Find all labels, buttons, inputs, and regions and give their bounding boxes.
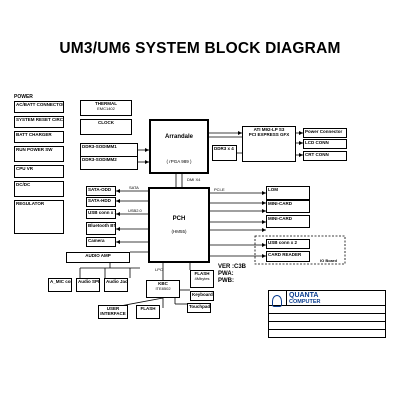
batt-charger-block: BATT CHARGER bbox=[14, 131, 64, 143]
audio-spk-conn-block: Audio SPK conn bbox=[76, 278, 100, 292]
ddr3-sodimm2-block: DDR3-SODIMM2 bbox=[80, 156, 138, 170]
usb-conn-1-block: USB conn x 1 bbox=[86, 209, 116, 219]
ddr3-sodimm1-block: DDR3-SODIMM1 bbox=[80, 143, 138, 157]
cpu-vr-block: CPU VR bbox=[14, 165, 64, 178]
keyboard-block: Keyboard bbox=[190, 291, 214, 301]
sata-bus-label: SATA bbox=[129, 185, 139, 190]
sata-odd-block: SATA-ODD bbox=[86, 186, 116, 196]
audio-amp-block: AUDIO AMP bbox=[66, 252, 130, 263]
power-connector-block: Power Connector bbox=[303, 128, 347, 138]
cpu-package: ( rPGA 989 ) bbox=[166, 159, 192, 164]
quanta-logo bbox=[269, 291, 287, 307]
system-reset-block: SYSTEM RESET CIRCUIT bbox=[14, 116, 64, 128]
vram-ddr3-block: DDR3 x 4 bbox=[212, 145, 237, 161]
quanta-logo-icon bbox=[272, 294, 282, 307]
title-block: QUANTA COMPUTER bbox=[268, 290, 386, 338]
lpc-label: LPC bbox=[155, 267, 163, 272]
audio-jacks-block: Audio Jacks x2 bbox=[104, 278, 128, 292]
bluetooth-block: Bluetooth BTB Conn bbox=[86, 222, 116, 235]
pch-block: PCH (HM55) bbox=[148, 187, 210, 263]
lcd-conn-block: LCD CONN bbox=[303, 139, 347, 149]
power-heading: POWER bbox=[14, 94, 33, 100]
cpu-name: Arrandale bbox=[164, 134, 193, 140]
mini-card-1-block: MINI-CARD bbox=[266, 200, 310, 213]
regulator-block: REGULATOR bbox=[14, 200, 64, 234]
lom-block: LOM bbox=[266, 186, 310, 200]
flash-small-block: FLASH bbox=[136, 305, 160, 319]
dmi-label: DMI X4 bbox=[187, 177, 201, 182]
brand-name: QUANTA COMPUTER bbox=[289, 292, 321, 305]
pcie-bus-label: PCI-E bbox=[214, 187, 225, 192]
clock-block: CLOCK bbox=[80, 119, 132, 135]
touchpad-block: Touchpad bbox=[187, 303, 211, 313]
cpu-arrandale-block: Arrandale ( rPGA 989 ) bbox=[149, 119, 209, 174]
run-power-sw-block: RUN POWER SW bbox=[14, 146, 64, 162]
footer-version: VER :C3B PWA: PWB: bbox=[218, 264, 247, 284]
mini-card-2-block: MINI-CARD bbox=[266, 215, 310, 228]
pch-name: PCH bbox=[172, 216, 186, 222]
usb-bus-label: USB2.0 bbox=[128, 208, 142, 213]
sata-hdd-block: SATA-HDD bbox=[86, 197, 116, 207]
crt-conn-block: CRT CONN bbox=[303, 151, 347, 161]
io-board-label: IO Board bbox=[320, 258, 337, 263]
page-title: UM3/UM6 SYSTEM BLOCK DIAGRAM bbox=[59, 40, 341, 57]
usb-conn-2-block: USB conn x 2 bbox=[266, 239, 310, 249]
dcdc-block: DC/DC bbox=[14, 181, 64, 197]
card-reader-block: CARD READER bbox=[266, 251, 310, 262]
acbatt-connector-block: AC/BATT CONNECTOR bbox=[14, 101, 64, 113]
a-mic-conn-block: A_MIC conn bbox=[48, 278, 72, 292]
camera-block: Camera bbox=[86, 237, 116, 247]
pch-package: (HM55) bbox=[171, 229, 187, 234]
